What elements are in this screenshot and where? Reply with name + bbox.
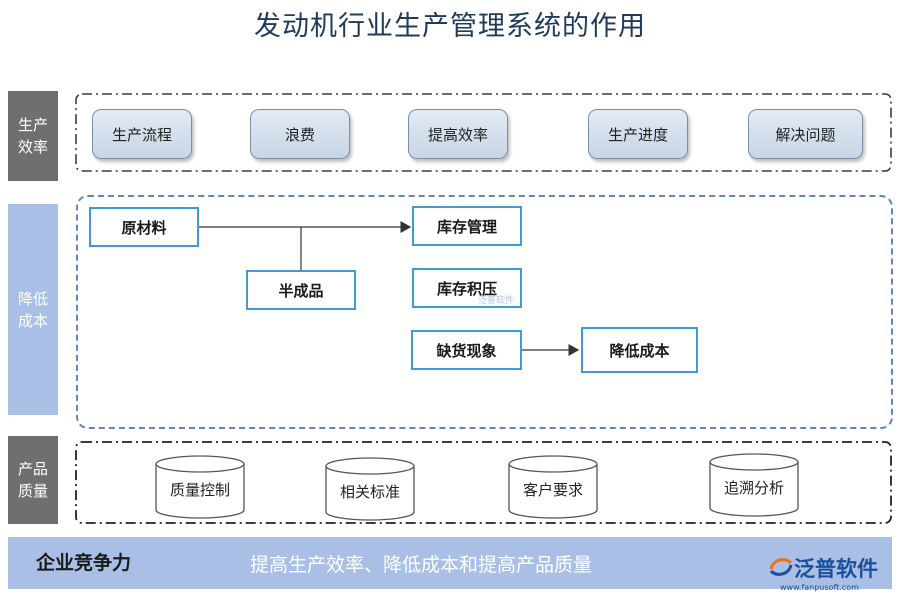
cylinder-label: 质量控制 <box>169 481 230 499</box>
logo-name: 泛普软件 <box>794 557 878 581</box>
node-inventory-management: 库存管理 <box>412 206 522 246</box>
competitiveness-bar <box>8 537 892 589</box>
node-semi-finished: 半成品 <box>246 270 356 310</box>
node-shortage: 缺货现象 <box>411 330 522 370</box>
efficiency-frame <box>75 93 892 172</box>
cylinder-label: 相关标准 <box>339 483 400 501</box>
section-label-efficiency: 生产效率 <box>8 91 58 181</box>
cylinder-standards <box>325 457 415 521</box>
logo-url: www.fanpusoft.com <box>780 583 859 592</box>
node-raw-material: 原材料 <box>89 207 199 247</box>
cylinder-quality-control <box>155 455 245 519</box>
pill-production-progress: 生产进度 <box>588 109 688 159</box>
cylinder-label: 追溯分析 <box>723 479 784 497</box>
pill-improve-efficiency: 提高效率 <box>408 109 508 159</box>
section-label-quality: 产品质量 <box>8 436 58 524</box>
label-line: 质量 <box>17 482 48 500</box>
competitiveness-label: 企业竞争力 <box>36 552 132 574</box>
pill-production-flow: 生产流程 <box>92 109 192 159</box>
label-line: 效率 <box>17 138 48 156</box>
node-overstock: 库存积压 <box>412 268 522 308</box>
label-line: 降低 <box>17 289 48 308</box>
label-line: 产品 <box>17 460 48 478</box>
logo-icon <box>769 558 793 576</box>
diagram-title: 发动机行业生产管理系统的作用 <box>254 11 646 42</box>
label-line: 生产 <box>17 116 48 134</box>
section-label-cost: 降低成本 <box>8 204 58 415</box>
cost-frame <box>76 195 893 429</box>
quality-frame <box>75 441 892 524</box>
cylinder-traceability <box>709 453 799 517</box>
pill-solve-problems: 解决问题 <box>748 109 863 159</box>
cylinder-customer-requirements <box>508 455 598 519</box>
pill-waste: 浪费 <box>250 109 350 159</box>
cylinder-label: 客户要求 <box>522 481 583 499</box>
node-reduce-cost: 降低成本 <box>581 327 698 373</box>
label-line: 成本 <box>17 311 48 330</box>
competitiveness-text: 提高生产效率、降低成本和提高产品质量 <box>250 554 593 576</box>
watermark: 泛普软件 <box>478 296 515 306</box>
